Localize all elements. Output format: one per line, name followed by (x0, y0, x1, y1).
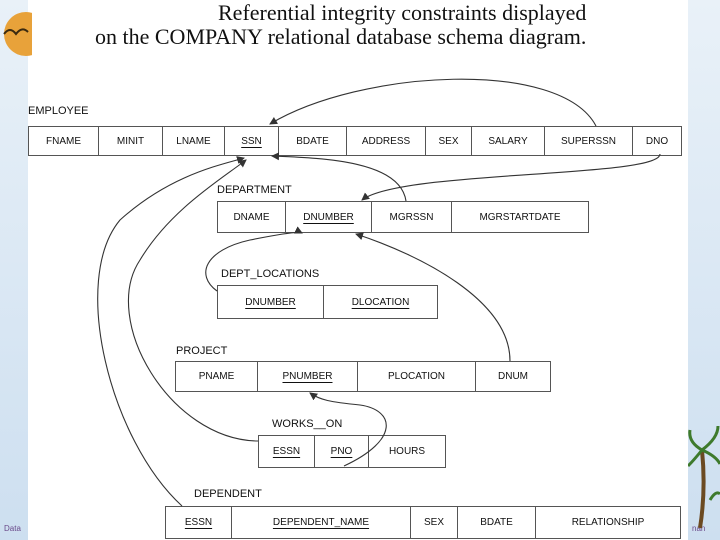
dept-locations-label: DEPT_LOCATIONS (221, 268, 320, 280)
dependent-attr-bdate: BDATE (458, 507, 536, 538)
dependent-attr-essn: ESSN (166, 507, 232, 538)
project-attr-pnumber: PNUMBER (258, 362, 358, 391)
department-attr-mgrssn: MGRSSN (372, 202, 452, 232)
works-on-attr-essn: ESSN (259, 436, 315, 467)
employee-attr-minit: MINIT (99, 127, 163, 155)
dept-locations-attr-dnumber: DNUMBER (218, 286, 324, 318)
footer-right-text: nan (692, 524, 706, 533)
department-attr-dname: DNAME (218, 202, 286, 232)
department-attr-mgrstartdate: MGRSTARTDATE (479, 211, 561, 223)
project-attr-plocation: PLOCATION (358, 362, 476, 391)
dependent-attr-dependent-name: DEPENDENT_NAME (232, 507, 411, 538)
works-on-label: WORKS__ON (272, 418, 343, 430)
project-attr-pname: PNAME (176, 362, 258, 391)
dept-locations-attr-dlocation: DLOCATION (351, 296, 410, 308)
works-on-attr-pno: PNO (315, 436, 369, 467)
department-label: DEPARTMENT (217, 184, 292, 196)
employee-attr-lname: LNAME (163, 127, 225, 155)
dependent-label: DEPENDENT (194, 488, 262, 500)
employee-attr-fname: FNAME (29, 127, 99, 155)
employee-attr-sex: SEX (426, 127, 472, 155)
employee-attr-superssn: SUPERSSN (545, 127, 633, 155)
project-table: PNAME PNUMBER PLOCATION DNUM (175, 361, 551, 392)
project-attr-dnum: DNUM (498, 371, 528, 382)
dependent-attr-sex: SEX (411, 507, 458, 538)
employee-attr-ssn: SSN (225, 127, 279, 155)
employee-attr-bdate: BDATE (279, 127, 347, 155)
employee-attr-salary: SALARY (472, 127, 545, 155)
employee-attr-address: ADDRESS (347, 127, 426, 155)
department-table: DNAME DNUMBER MGRSSN MGRSTARTDATE (217, 201, 589, 233)
project-label: PROJECT (176, 345, 228, 357)
palm-tree-icon (688, 425, 720, 529)
footer-left-text: Data (4, 524, 21, 533)
title-line-1: Referential integrity constraints displa… (218, 0, 587, 25)
employee-attr-dno: DNO (645, 135, 669, 147)
dept-locations-table: DNUMBER DLOCATION (217, 285, 438, 319)
title-line-2: on the COMPANY relational database schem… (95, 24, 587, 49)
works-on-attr-hours: HOURS (388, 446, 426, 457)
works-on-table: ESSN PNO HOURS (258, 435, 446, 468)
employee-label: EMPLOYEE (28, 105, 89, 117)
employee-table: FNAME MINIT LNAME SSN BDATE ADDRESS SEX … (28, 126, 682, 156)
dependent-attr-relationship: RELATIONSHIP (571, 517, 645, 528)
bird-logo-icon (3, 12, 32, 56)
department-attr-dnumber: DNUMBER (286, 202, 372, 232)
slide-left-margin (0, 0, 28, 540)
dependent-table: ESSN DEPENDENT_NAME SEX BDATE RELATIONSH… (165, 506, 681, 539)
